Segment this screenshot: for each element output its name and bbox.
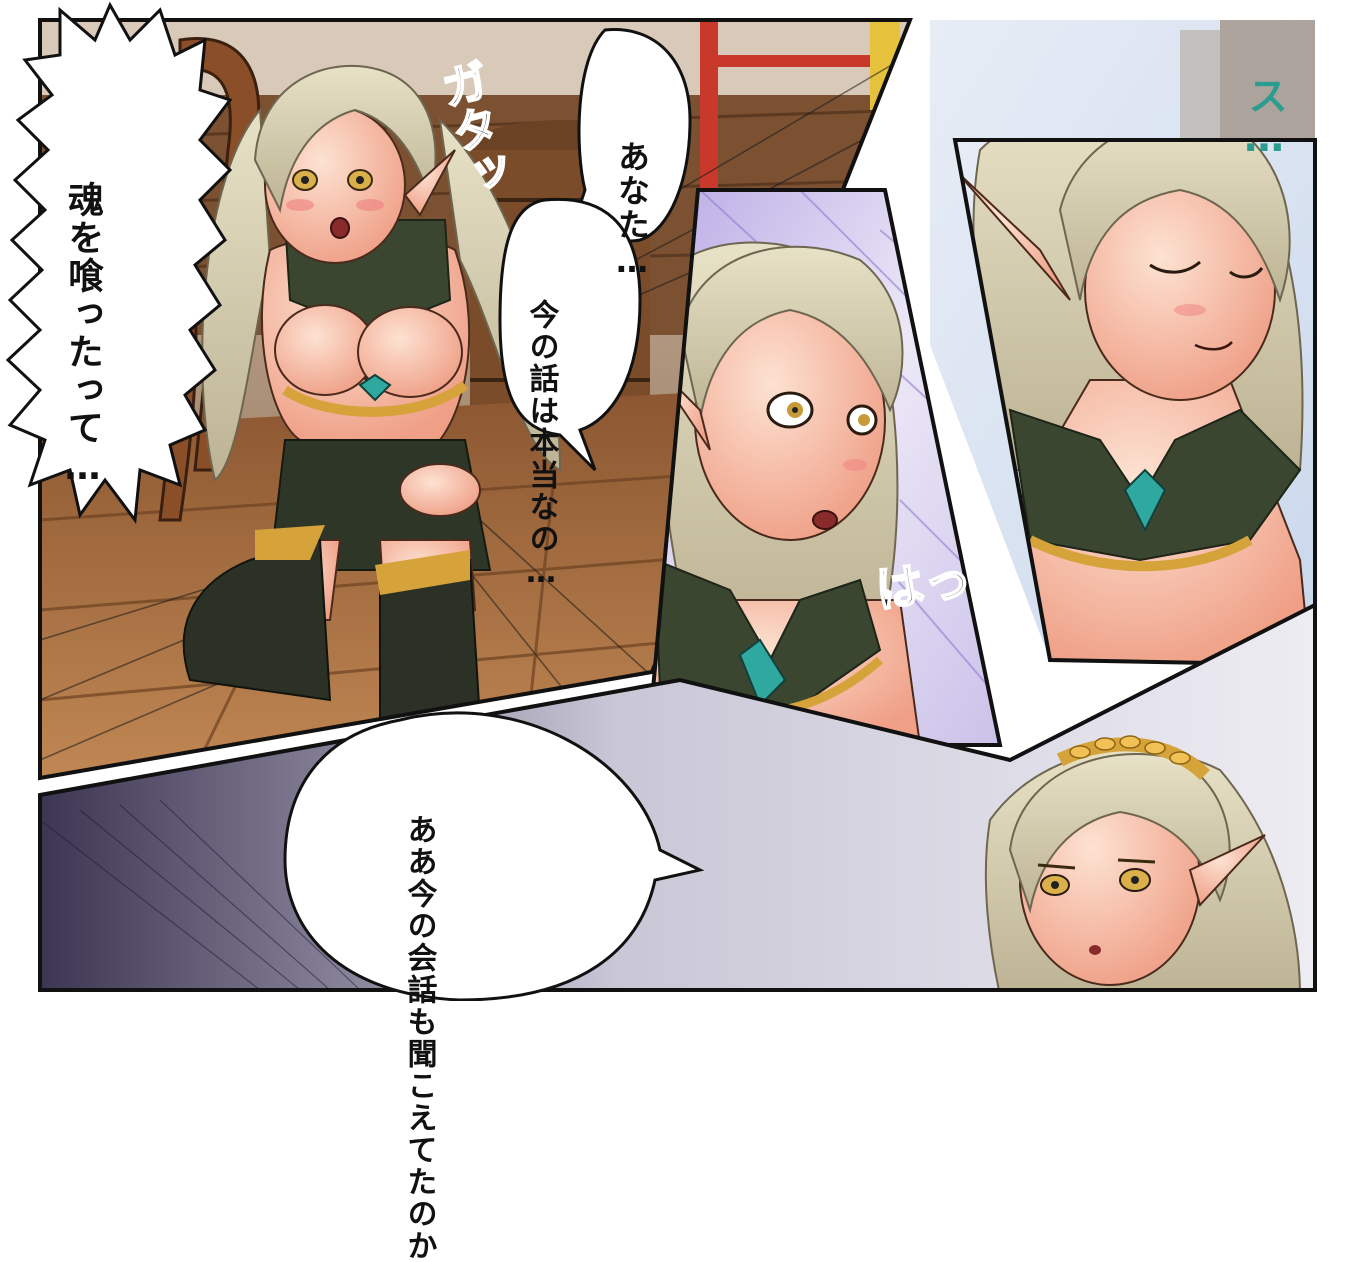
sfx-su: ス… <box>1241 75 1287 161</box>
speech-bubble-3 <box>498 197 642 472</box>
dialogue-bubble-1: 魂を喰ったって… <box>60 95 150 490</box>
bubble-4-line-2: 今の会話も <box>401 878 437 1038</box>
bubble-3-line-2: 本当なの… <box>523 427 559 592</box>
bubble-1-line-2: 喰ったって… <box>62 257 103 490</box>
manga-page: 魂を喰ったって… あなた… 今の話は本当なの… ああ今の会話も聞こえてたのか ガ… <box>5 1 1317 1262</box>
speech-bubble-2 <box>572 28 692 243</box>
dialogue-bubble-2: あなた… <box>612 60 692 282</box>
bubble-2-line-1: あなた… <box>613 140 651 282</box>
bubble-1-line-1: 魂を <box>62 181 103 257</box>
elf-closeup-shocked <box>648 241 922 745</box>
speech-bubble-4 <box>283 711 705 1001</box>
dialogue-bubble-3: 今の話は本当なの… <box>522 225 597 592</box>
panel-3 <box>930 20 1317 668</box>
sfx-ha: はっ <box>871 550 976 621</box>
dialogue-bubble-4: ああ今の会話も聞こえてたのか <box>400 740 475 1262</box>
manga-artwork <box>5 1 1317 1001</box>
speech-bubble-1 <box>5 1 233 524</box>
bubble-4-line-1: ああ <box>401 814 437 878</box>
elf-closeup-eyes-closed <box>955 140 1315 665</box>
bubble-3-line-1: 今の話は <box>523 299 559 427</box>
elf-with-circlet <box>984 735 1302 990</box>
bubble-4-line-3: 聞こえてたのか <box>401 1038 437 1262</box>
